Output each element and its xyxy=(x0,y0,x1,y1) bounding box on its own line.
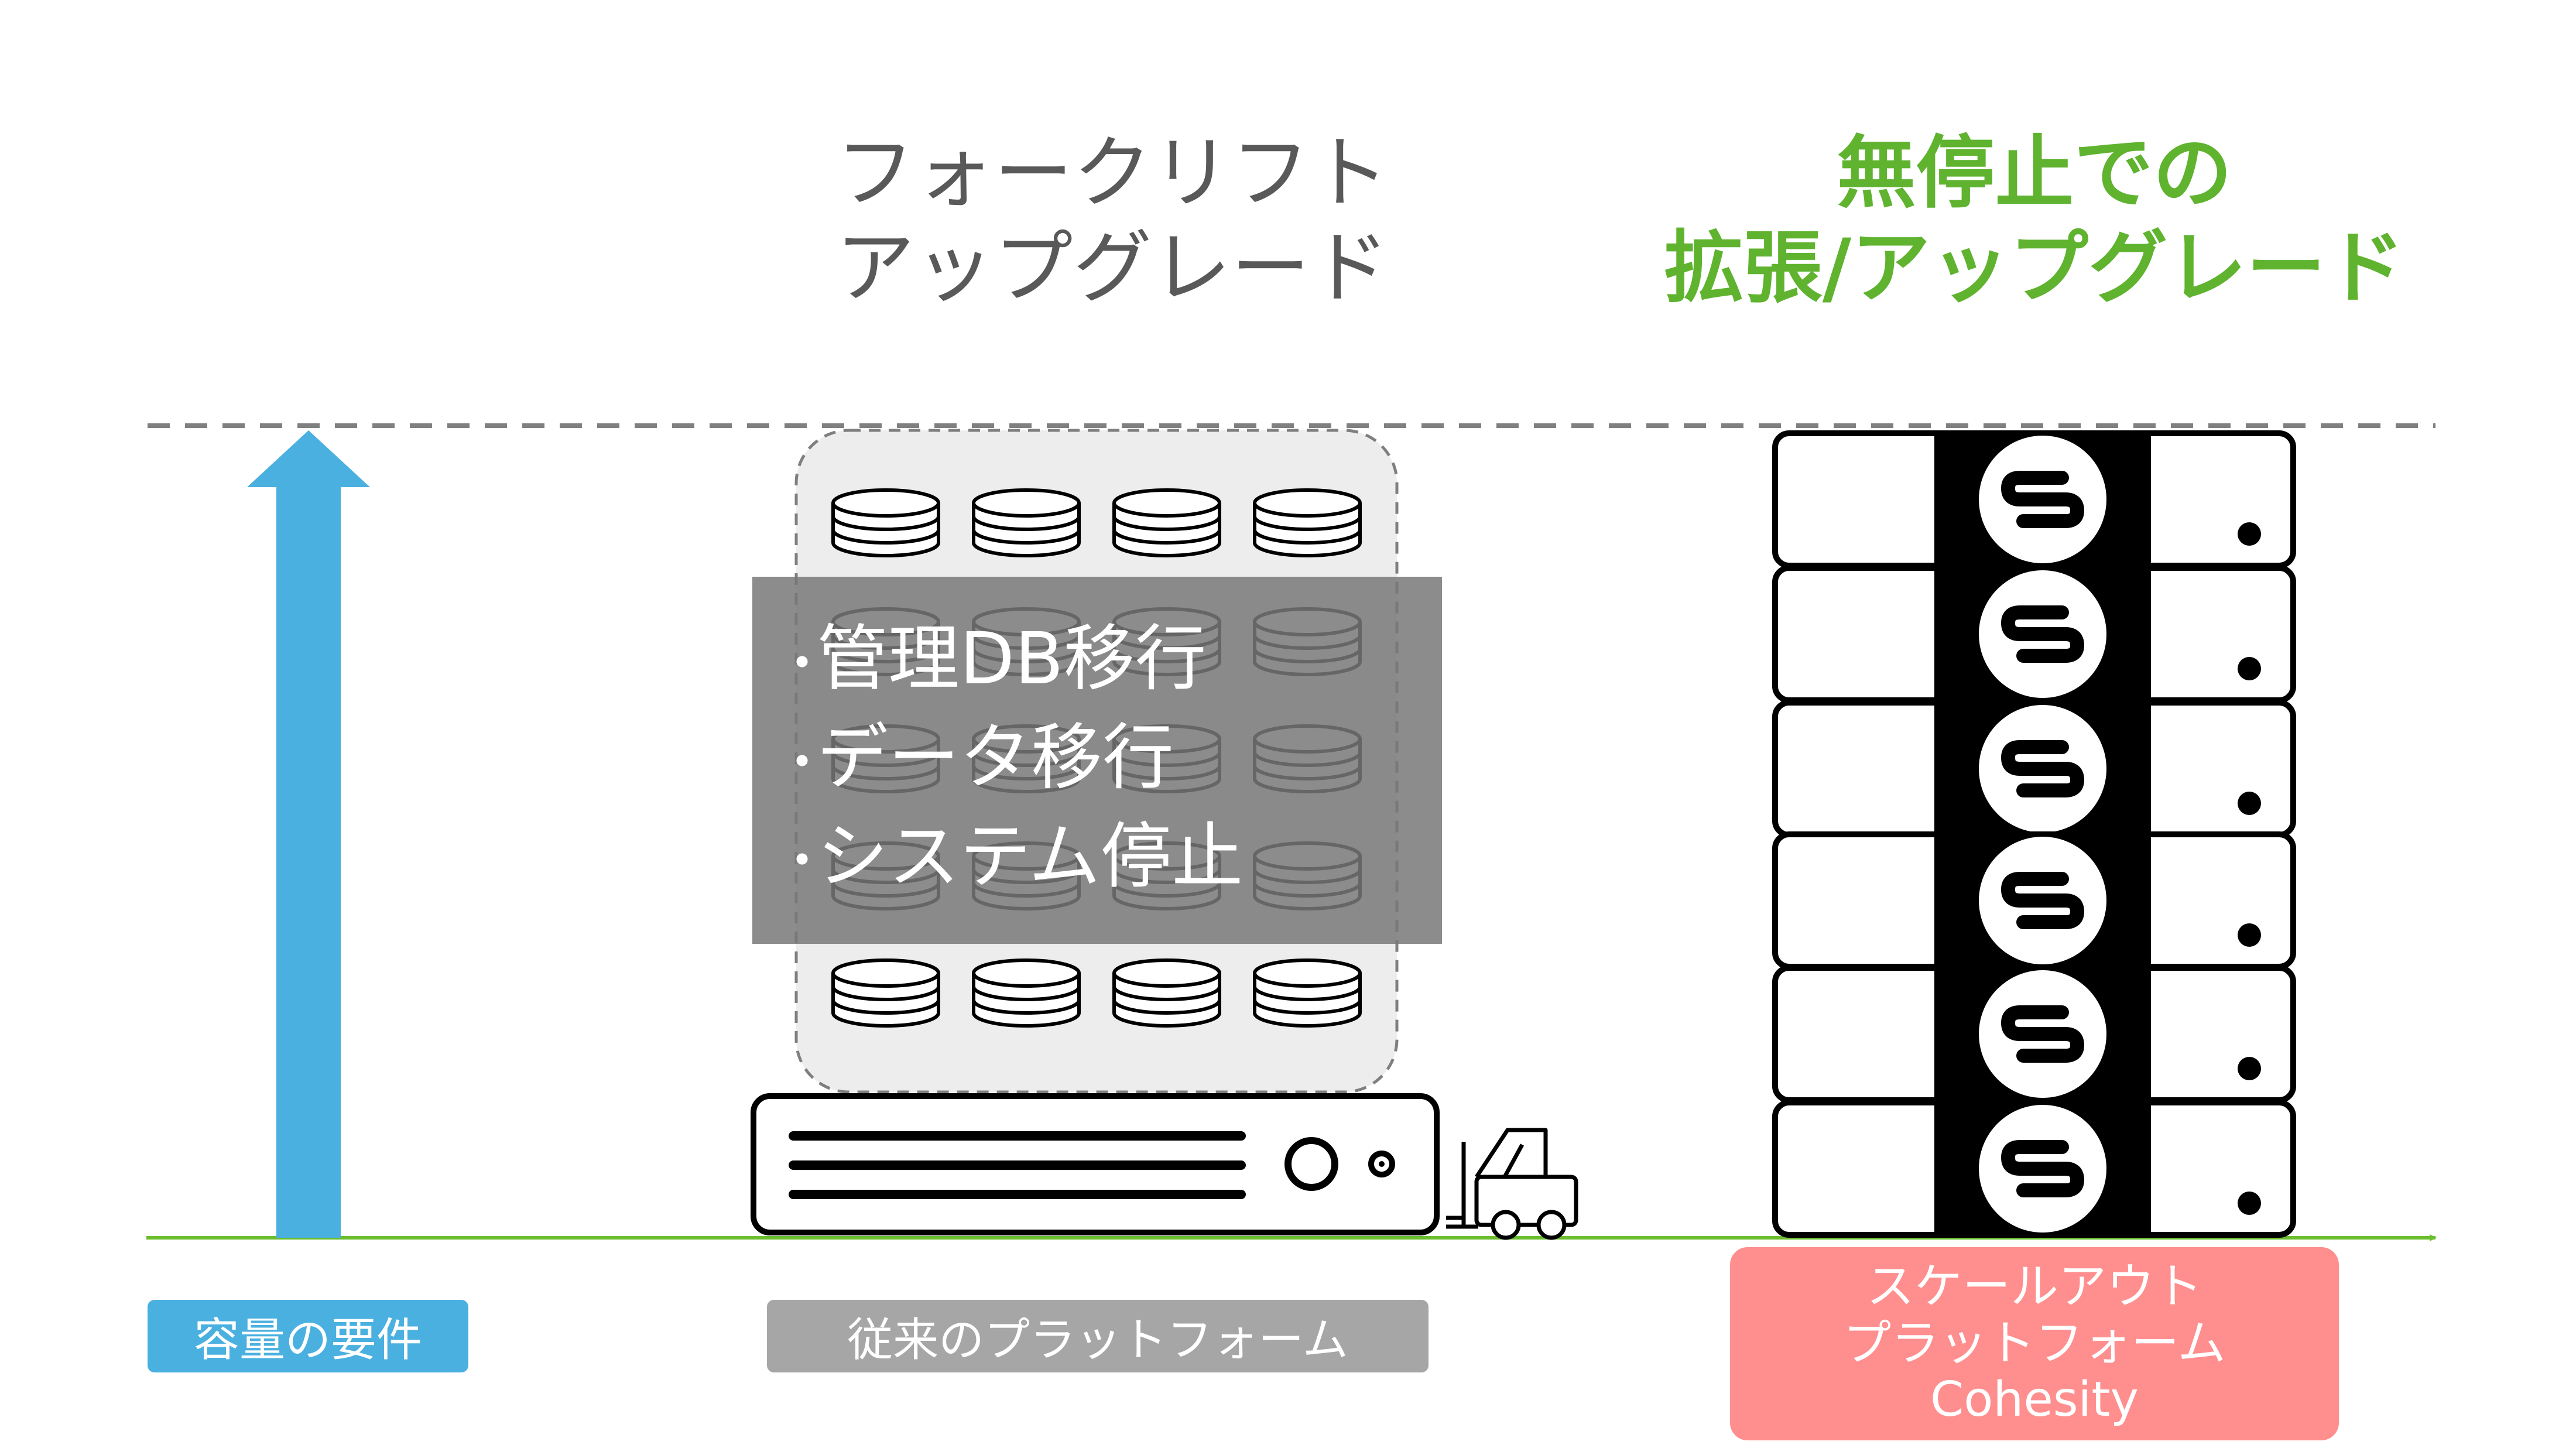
bullet-dot: ・ xyxy=(776,731,828,793)
database-icon xyxy=(974,960,1079,1026)
up-arrow-icon xyxy=(247,430,370,1238)
cohesity-logo-icon xyxy=(1775,433,2293,566)
list-item: ・データ移行 xyxy=(776,711,1442,810)
scaleout-label-line1: スケールアウト xyxy=(1866,1258,2202,1314)
server-icon xyxy=(751,1093,1440,1235)
database-icon xyxy=(1114,960,1220,1026)
database-icon xyxy=(833,960,938,1026)
migration-issues-list: ・管理DB移行 ・データ移行 ・システム停止 xyxy=(752,577,1442,908)
list-item: ・管理DB移行 xyxy=(776,612,1442,711)
cohesity-node-stack xyxy=(1775,433,2293,1235)
capacity-label-text: 容量の要件 xyxy=(193,1314,422,1367)
database-icon xyxy=(1255,960,1360,1026)
database-icon xyxy=(974,490,1079,556)
right-title-line2: 拡張/アップグレード xyxy=(1664,222,2405,314)
database-icon xyxy=(833,490,938,556)
scaleout-platform-label: スケールアウト プラットフォーム Cohesity xyxy=(1730,1247,2339,1440)
list-item: ・システム停止 xyxy=(776,810,1442,909)
issue-data-migration: データ移行 xyxy=(817,715,1174,799)
right-title-line1: 無停止での xyxy=(1837,127,2232,219)
database-icon xyxy=(1255,490,1360,556)
bullet-dot: ・ xyxy=(776,830,828,892)
left-title-line2: アップグレード xyxy=(835,222,1389,314)
nondisruptive-upgrade-title: 無停止での 拡張/アップグレード xyxy=(1610,126,2459,316)
issue-system-downtime: システム停止 xyxy=(817,814,1244,898)
legacy-platform-label: 従来のプラットフォーム xyxy=(767,1300,1429,1372)
cohesity-logo-icon xyxy=(1775,834,2293,967)
left-title-line1: フォークリフト xyxy=(835,127,1389,219)
migration-issues-panel: ・管理DB移行 ・データ移行 ・システム停止 xyxy=(752,577,1442,944)
cohesity-logo-icon xyxy=(1775,968,2293,1100)
forklift-icon xyxy=(1446,1128,1578,1240)
cohesity-logo-icon xyxy=(1775,703,2293,835)
scaleout-label-line2: プラットフォーム xyxy=(1843,1315,2226,1371)
issue-db-migration: 管理DB移行 xyxy=(817,617,1207,700)
database-icon xyxy=(1114,490,1220,556)
forklift-upgrade-title: フォークリフト アップグレード xyxy=(732,126,1493,316)
legacy-label-text: 従来のプラットフォーム xyxy=(847,1314,1348,1367)
bullet-dot: ・ xyxy=(776,632,828,694)
capacity-requirement-label: 容量の要件 xyxy=(148,1300,468,1372)
scaleout-label-line3: Cohesity xyxy=(1930,1372,2139,1428)
cohesity-logo-icon xyxy=(1775,568,2293,700)
cohesity-logo-icon xyxy=(1775,1103,2293,1235)
